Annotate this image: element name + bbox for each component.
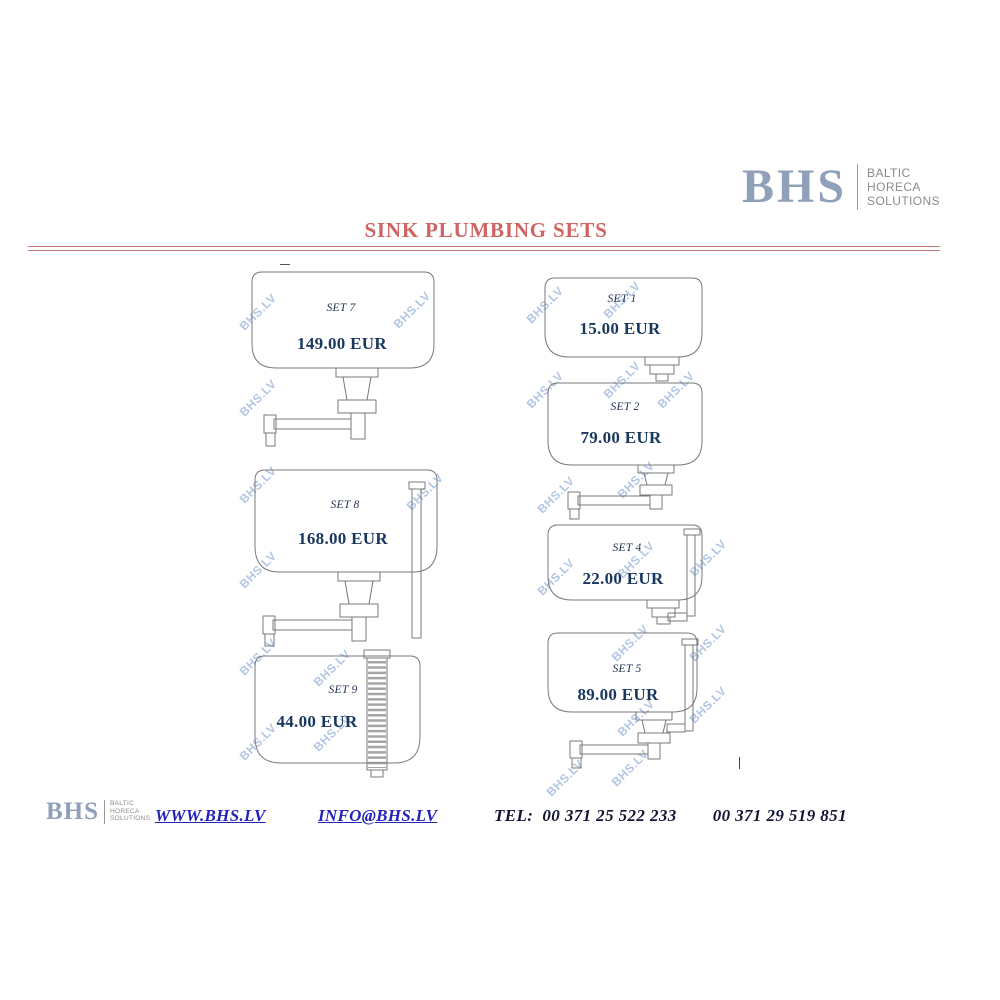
logo-tagline-line1: BALTIC xyxy=(867,166,911,180)
stray-scan-mark xyxy=(739,757,740,769)
product-set2: SET 2 79.00 EUR xyxy=(540,375,710,525)
product-set8: SET 8 168.00 EUR xyxy=(253,458,448,658)
logo-tagline-line2: HORECA xyxy=(110,807,140,815)
email-link[interactable]: INFO@BHS.LV xyxy=(318,806,438,825)
tel-number-2: 00 371 29 519 851 xyxy=(712,806,847,825)
product-set4: SET 4 22.00 EUR xyxy=(540,517,715,632)
set-label: SET 7 xyxy=(326,302,356,314)
bhs-logo-text: BHS xyxy=(46,798,100,825)
drain-assembly xyxy=(646,599,680,625)
logo-tagline: BALTIC HORECA SOLUTIONS xyxy=(110,800,150,823)
set-price: 168.00 EUR xyxy=(298,529,388,548)
set-price: 15.00 EUR xyxy=(579,319,661,338)
set-price: 44.00 EUR xyxy=(276,712,358,731)
set7-sink-drawing xyxy=(251,271,435,447)
product-set1: SET 1 15.00 EUR xyxy=(540,270,710,385)
set-label: SET 4 xyxy=(612,542,642,554)
set9-sink-drawing xyxy=(254,649,421,778)
set2-sink-drawing xyxy=(547,382,703,520)
set-price: 79.00 EUR xyxy=(580,428,662,447)
sink-basin-outline xyxy=(254,469,438,573)
set-price: 149.00 EUR xyxy=(297,334,387,353)
drain-pipe xyxy=(263,414,352,447)
logo-tagline: BALTIC HORECA SOLUTIONS xyxy=(867,166,940,208)
drain-pipe xyxy=(262,615,353,647)
set-label: SET 2 xyxy=(610,401,640,413)
set-label: SET 1 xyxy=(607,293,637,305)
sink-basin-outline xyxy=(547,632,698,713)
logo-divider xyxy=(857,164,859,210)
logo-tagline-line3: SOLUTIONS xyxy=(110,815,151,823)
set4-sink-drawing xyxy=(547,524,703,625)
set5-sink-drawing xyxy=(547,632,699,769)
standpipe xyxy=(667,528,701,622)
drain-assembly xyxy=(637,464,675,510)
logo-tagline-line1: BALTIC xyxy=(110,800,135,808)
bhs-logo-text: BHS xyxy=(742,160,848,213)
title-double-rule xyxy=(28,246,940,251)
logo-tagline-line2: HORECA xyxy=(867,180,921,194)
drain-assembly xyxy=(337,571,381,642)
logo-divider xyxy=(104,799,106,824)
standpipe xyxy=(408,481,426,639)
tel-label: TEL: xyxy=(494,806,534,825)
set-label: SET 5 xyxy=(612,663,642,675)
set-price: 89.00 EUR xyxy=(577,685,659,704)
drain-assembly xyxy=(635,711,673,760)
corrugated-pipe xyxy=(363,649,391,778)
standpipe xyxy=(666,638,699,733)
sink-basin-outline xyxy=(254,655,421,764)
phone-numbers: TEL: 00 371 25 522 233 00 371 29 519 851 xyxy=(494,806,847,826)
stray-scan-mark xyxy=(280,264,290,265)
set-label: SET 8 xyxy=(330,499,360,511)
set-label: SET 9 xyxy=(328,684,358,696)
product-set7: SET 7 149.00 EUR xyxy=(250,262,440,462)
drain-pipe xyxy=(569,740,649,769)
drain-assembly xyxy=(335,367,379,440)
product-set5: SET 5 89.00 EUR xyxy=(540,625,715,780)
logo-tagline-line3: SOLUTIONS xyxy=(867,194,940,208)
sink-basin-outline xyxy=(251,271,435,369)
footer-bhs-logo: BHS BALTIC HORECA SOLUTIONS xyxy=(46,799,150,824)
set8-sink-drawing xyxy=(254,469,438,647)
sink-basin-outline xyxy=(547,382,703,466)
drain-assembly xyxy=(644,356,680,382)
website-link[interactable]: WWW.BHS.LV xyxy=(155,806,266,825)
bhs-logo: BHS BALTIC HORECA SOLUTIONS xyxy=(742,163,940,211)
sink-basin-outline xyxy=(544,277,703,358)
tel-number-1: 00 371 25 522 233 xyxy=(542,806,677,825)
drain-pipe xyxy=(567,491,651,520)
set-price: 22.00 EUR xyxy=(582,569,664,588)
page-title: SINK PLUMBING SETS xyxy=(364,218,608,242)
set1-sink-drawing xyxy=(544,277,703,382)
product-set9: SET 9 44.00 EUR xyxy=(253,648,433,783)
